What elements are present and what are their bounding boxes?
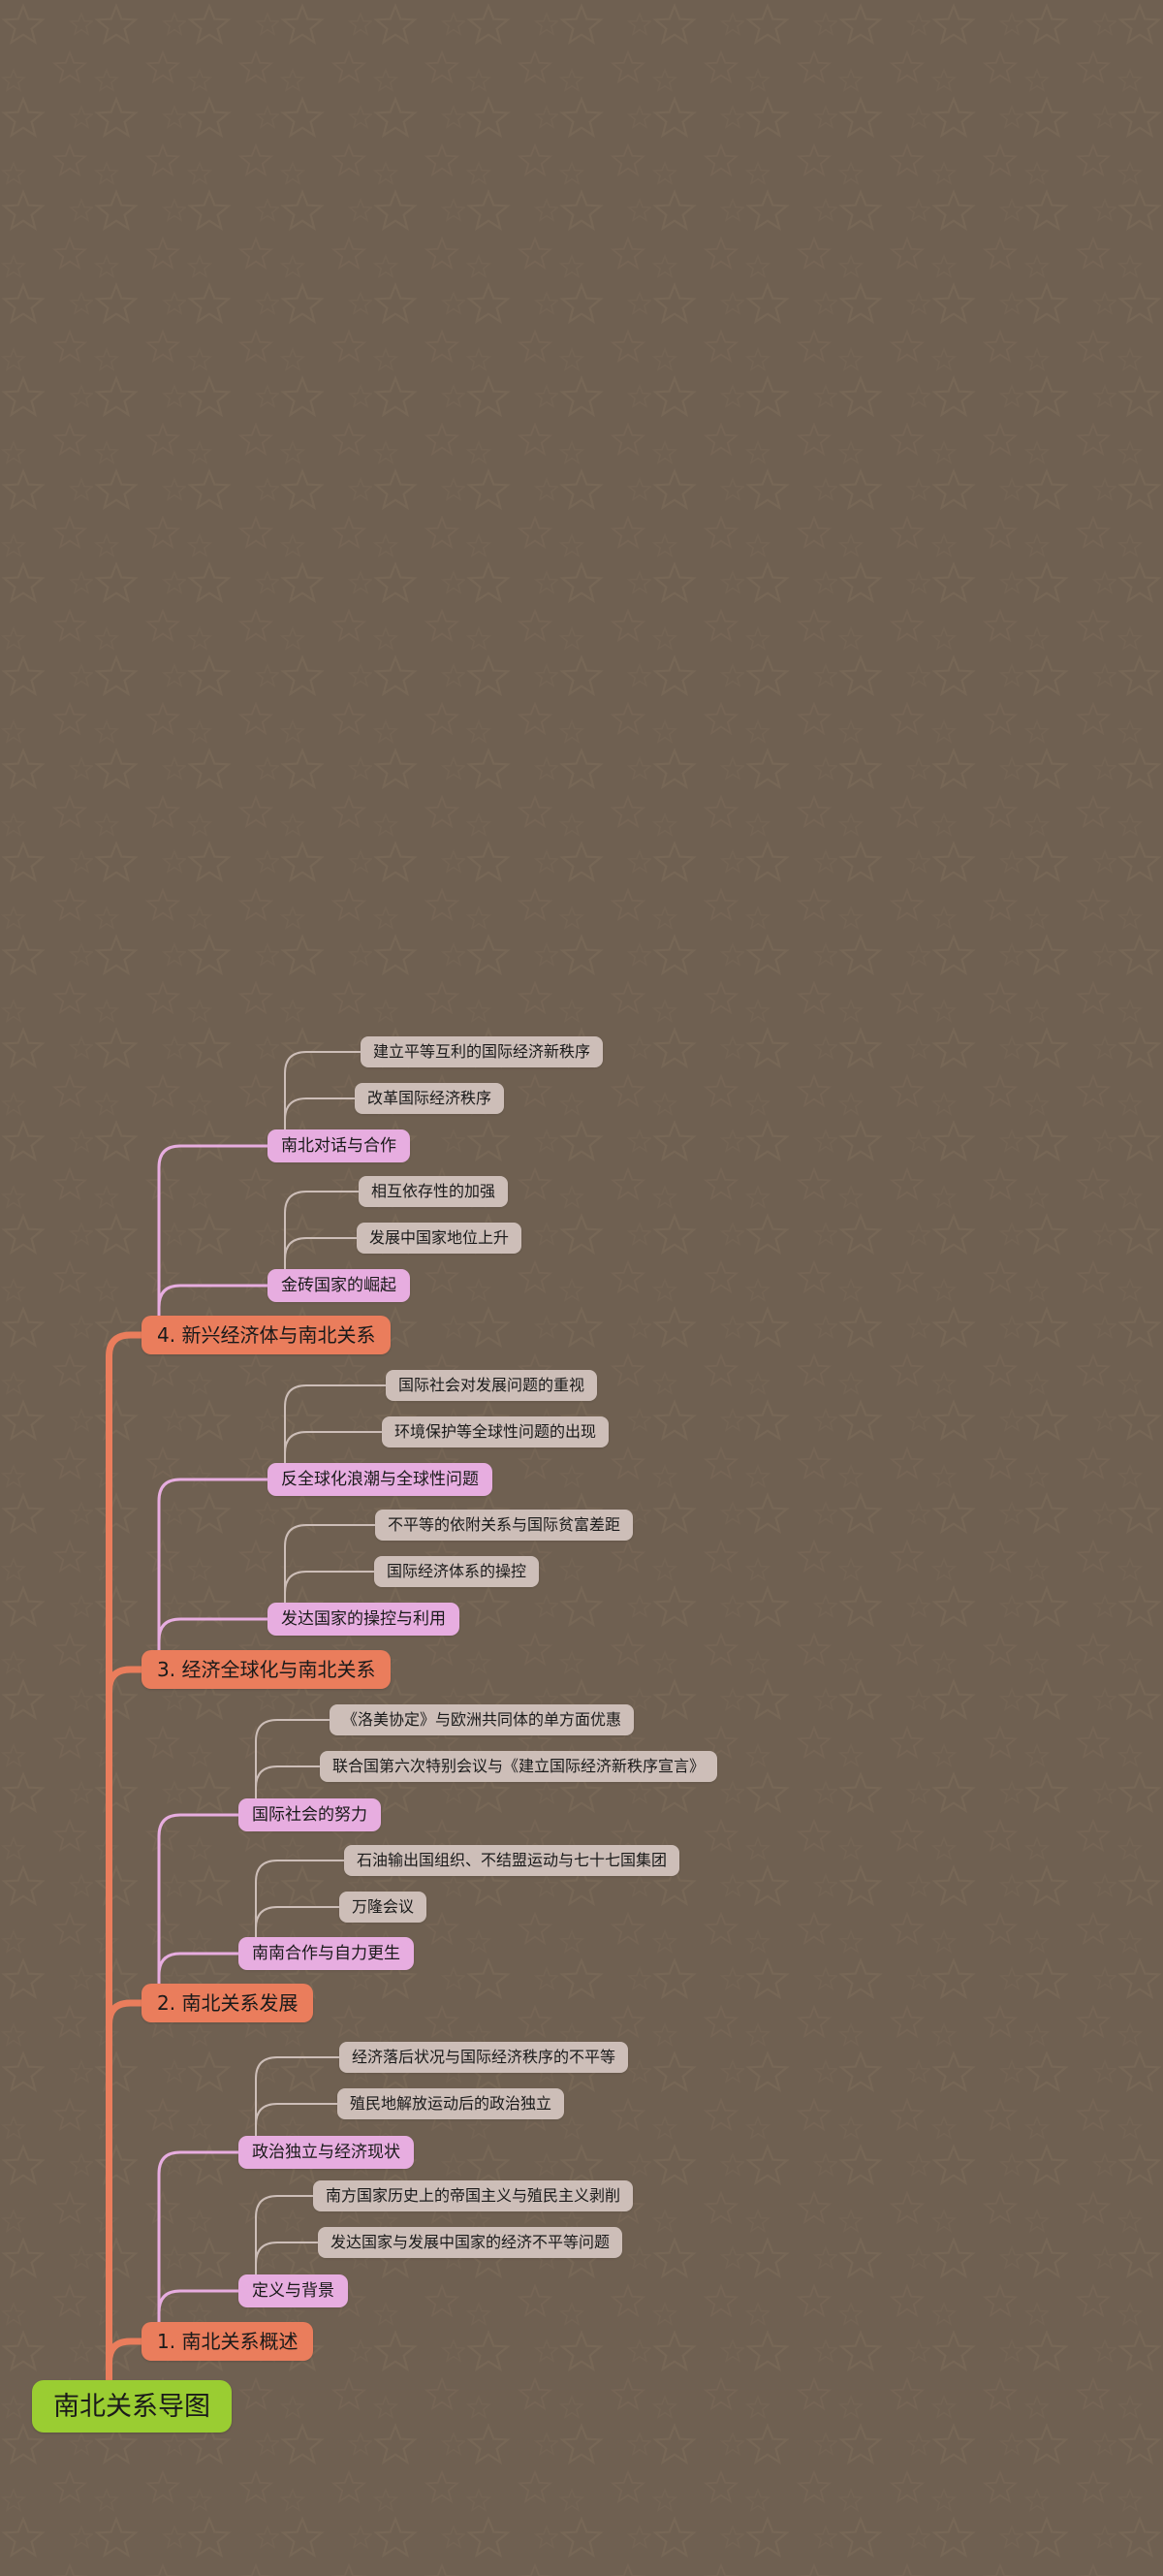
node-label: 不平等的依附关系与国际贫富差距 <box>388 1515 621 1534</box>
mindmap-node-b3c1a[interactable]: 国际经济体系的操控 <box>374 1556 540 1587</box>
connector-root-to-b1 <box>106 2337 145 2384</box>
connector-b3-to-b3c1 <box>157 1617 269 1652</box>
mindmap-node-b2c1a[interactable]: 万隆会议 <box>339 1892 427 1923</box>
node-label: 国际经济体系的操控 <box>387 1562 527 1580</box>
mindmap-node-b2[interactable]: 2. 南北关系发展 <box>141 1984 314 2022</box>
mindmap-node-b4c1b[interactable]: 相互依存性的加强 <box>359 1176 509 1207</box>
mindmap-node-b4c2a[interactable]: 改革国际经济秩序 <box>355 1083 505 1114</box>
node-label: 建立平等互利的国际经济新秩序 <box>373 1042 591 1061</box>
mindmap-node-b3c2a[interactable]: 环境保护等全球性问题的出现 <box>382 1416 610 1447</box>
mindmap-node-b1[interactable]: 1. 南北关系概述 <box>141 2322 314 2361</box>
node-label: 南南合作与自力更生 <box>252 1943 400 1963</box>
mindmap-node-b2c2[interactable]: 国际社会的努力 <box>238 1798 381 1831</box>
mindmap-node-b3c2b[interactable]: 国际社会对发展问题的重视 <box>386 1370 598 1401</box>
connector-b2-to-b2c2 <box>157 1813 240 1986</box>
mindmap-node-b2c1[interactable]: 南南合作与自力更生 <box>238 1937 414 1970</box>
mindmap-node-b3c2[interactable]: 反全球化浪潮与全球性问题 <box>267 1463 492 1496</box>
node-label: 《洛美协定》与欧洲共同体的单方面优惠 <box>342 1710 622 1729</box>
connector-b1c2-to-b1c2a <box>255 2103 338 2137</box>
connector-b4c1-to-b4c1a <box>284 1237 358 1270</box>
connector-b1-to-b1c2 <box>157 2150 240 2324</box>
node-label: 发达国家与发展中国家的经济不平等问题 <box>330 2233 611 2251</box>
node-label: 殖民地解放运动后的政治独立 <box>350 2094 552 2113</box>
mindmap-node-b4c2b[interactable]: 建立平等互利的国际经济新秩序 <box>361 1036 604 1067</box>
mindmap-node-b1c2[interactable]: 政治独立与经济现状 <box>238 2136 414 2169</box>
connector-b2c2-to-b2c2a <box>255 1765 321 1799</box>
mindmap-node-b1c2b[interactable]: 经济落后状况与国际经济秩序的不平等 <box>339 2042 629 2073</box>
node-label: 改革国际经济秩序 <box>367 1089 492 1107</box>
mindmap-node-b1c1b[interactable]: 南方国家历史上的帝国主义与殖民主义剥削 <box>313 2180 634 2211</box>
node-label: 南北关系导图 <box>53 2391 210 2422</box>
connector-b1-to-b1c1 <box>157 2289 240 2324</box>
mindmap-node-b2c1b[interactable]: 石油输出国组织、不结盟运动与七十七国集团 <box>344 1845 680 1876</box>
connector-b2c2-to-b2c2b <box>255 1719 330 1799</box>
mindmap-node-b1c2a[interactable]: 殖民地解放运动后的政治独立 <box>337 2088 565 2119</box>
node-label: 相互依存性的加强 <box>371 1182 496 1200</box>
connector-b3c1-to-b3c1a <box>284 1571 375 1604</box>
node-label: 发展中国家地位上升 <box>369 1228 510 1247</box>
connector-b4c2-to-b4c2b <box>284 1051 361 1130</box>
node-label: 国际社会的努力 <box>252 1804 367 1825</box>
node-label: 1. 南北关系概述 <box>157 2330 299 2353</box>
node-label: 万隆会议 <box>352 1897 415 1916</box>
mindmap-node-b4c2[interactable]: 南北对话与合作 <box>267 1129 410 1162</box>
mindmap-root-node[interactable]: 南北关系导图 <box>32 2380 232 2433</box>
connector-b3-to-b3c2 <box>157 1478 269 1652</box>
connector-b1c1-to-b1c1a <box>255 2242 319 2275</box>
connector-b2-to-b2c1 <box>157 1952 240 1986</box>
connector-b2c1-to-b2c1a <box>255 1906 340 1938</box>
mindmap-node-b3c1[interactable]: 发达国家的操控与利用 <box>267 1603 459 1636</box>
mindmap-node-b3c1b[interactable]: 不平等的依附关系与国际贫富差距 <box>375 1510 634 1541</box>
node-label: 南北对话与合作 <box>281 1135 396 1156</box>
node-label: 定义与背景 <box>252 2280 334 2301</box>
connector-b4-to-b4c1 <box>157 1284 269 1318</box>
connector-b4c2-to-b4c2a <box>284 1097 356 1130</box>
node-label: 4. 新兴经济体与南北关系 <box>157 1323 376 1347</box>
mindmap-node-b1c1a[interactable]: 发达国家与发展中国家的经济不平等问题 <box>318 2227 623 2258</box>
connector-root-to-b3 <box>106 1666 145 2384</box>
mindmap-node-b3[interactable]: 3. 经济全球化与南北关系 <box>141 1650 392 1689</box>
node-label: 环境保护等全球性问题的出现 <box>394 1422 597 1441</box>
mindmap-node-b2c2b[interactable]: 《洛美协定》与欧洲共同体的单方面优惠 <box>330 1704 635 1735</box>
node-label: 联合国第六次特别会议与《建立国际经济新秩序宣言》 <box>332 1757 706 1775</box>
node-label: 政治独立与经济现状 <box>252 2142 400 2162</box>
mindmap-node-b4c1[interactable]: 金砖国家的崛起 <box>267 1269 410 1302</box>
connector-b3c2-to-b3c2b <box>284 1384 387 1464</box>
connector-b3c1-to-b3c1b <box>284 1524 376 1604</box>
node-label: 3. 经济全球化与南北关系 <box>157 1658 376 1681</box>
mindmap-node-b1c1[interactable]: 定义与背景 <box>238 2274 348 2307</box>
connector-b4c1-to-b4c1b <box>284 1191 360 1270</box>
node-label: 金砖国家的崛起 <box>281 1275 396 1295</box>
node-label: 2. 南北关系发展 <box>157 1991 299 2015</box>
connector-b2c1-to-b2c1b <box>255 1860 345 1938</box>
node-label: 石油输出国组织、不结盟运动与七十七国集团 <box>357 1851 668 1869</box>
connector-b1c2-to-b1c2b <box>255 2056 340 2137</box>
node-label: 国际社会对发展问题的重视 <box>398 1376 585 1394</box>
connector-b4-to-b4c2 <box>157 1144 269 1318</box>
node-label: 发达国家的操控与利用 <box>281 1608 446 1629</box>
node-label: 南方国家历史上的帝国主义与殖民主义剥削 <box>326 2186 621 2205</box>
mindmap-node-b4c1a[interactable]: 发展中国家地位上升 <box>357 1223 522 1254</box>
mindmap-node-b4[interactable]: 4. 新兴经济体与南北关系 <box>141 1316 392 1354</box>
connector-b3c2-to-b3c2a <box>284 1431 383 1464</box>
connector-root-to-b2 <box>106 1999 145 2384</box>
node-label: 反全球化浪潮与全球性问题 <box>281 1469 479 1489</box>
connector-root-to-b4 <box>106 1331 145 2384</box>
mindmap-node-b2c2a[interactable]: 联合国第六次特别会议与《建立国际经济新秩序宣言》 <box>320 1751 718 1782</box>
node-label: 经济落后状况与国际经济秩序的不平等 <box>352 2048 616 2066</box>
connector-b1c1-to-b1c1b <box>255 2195 314 2275</box>
